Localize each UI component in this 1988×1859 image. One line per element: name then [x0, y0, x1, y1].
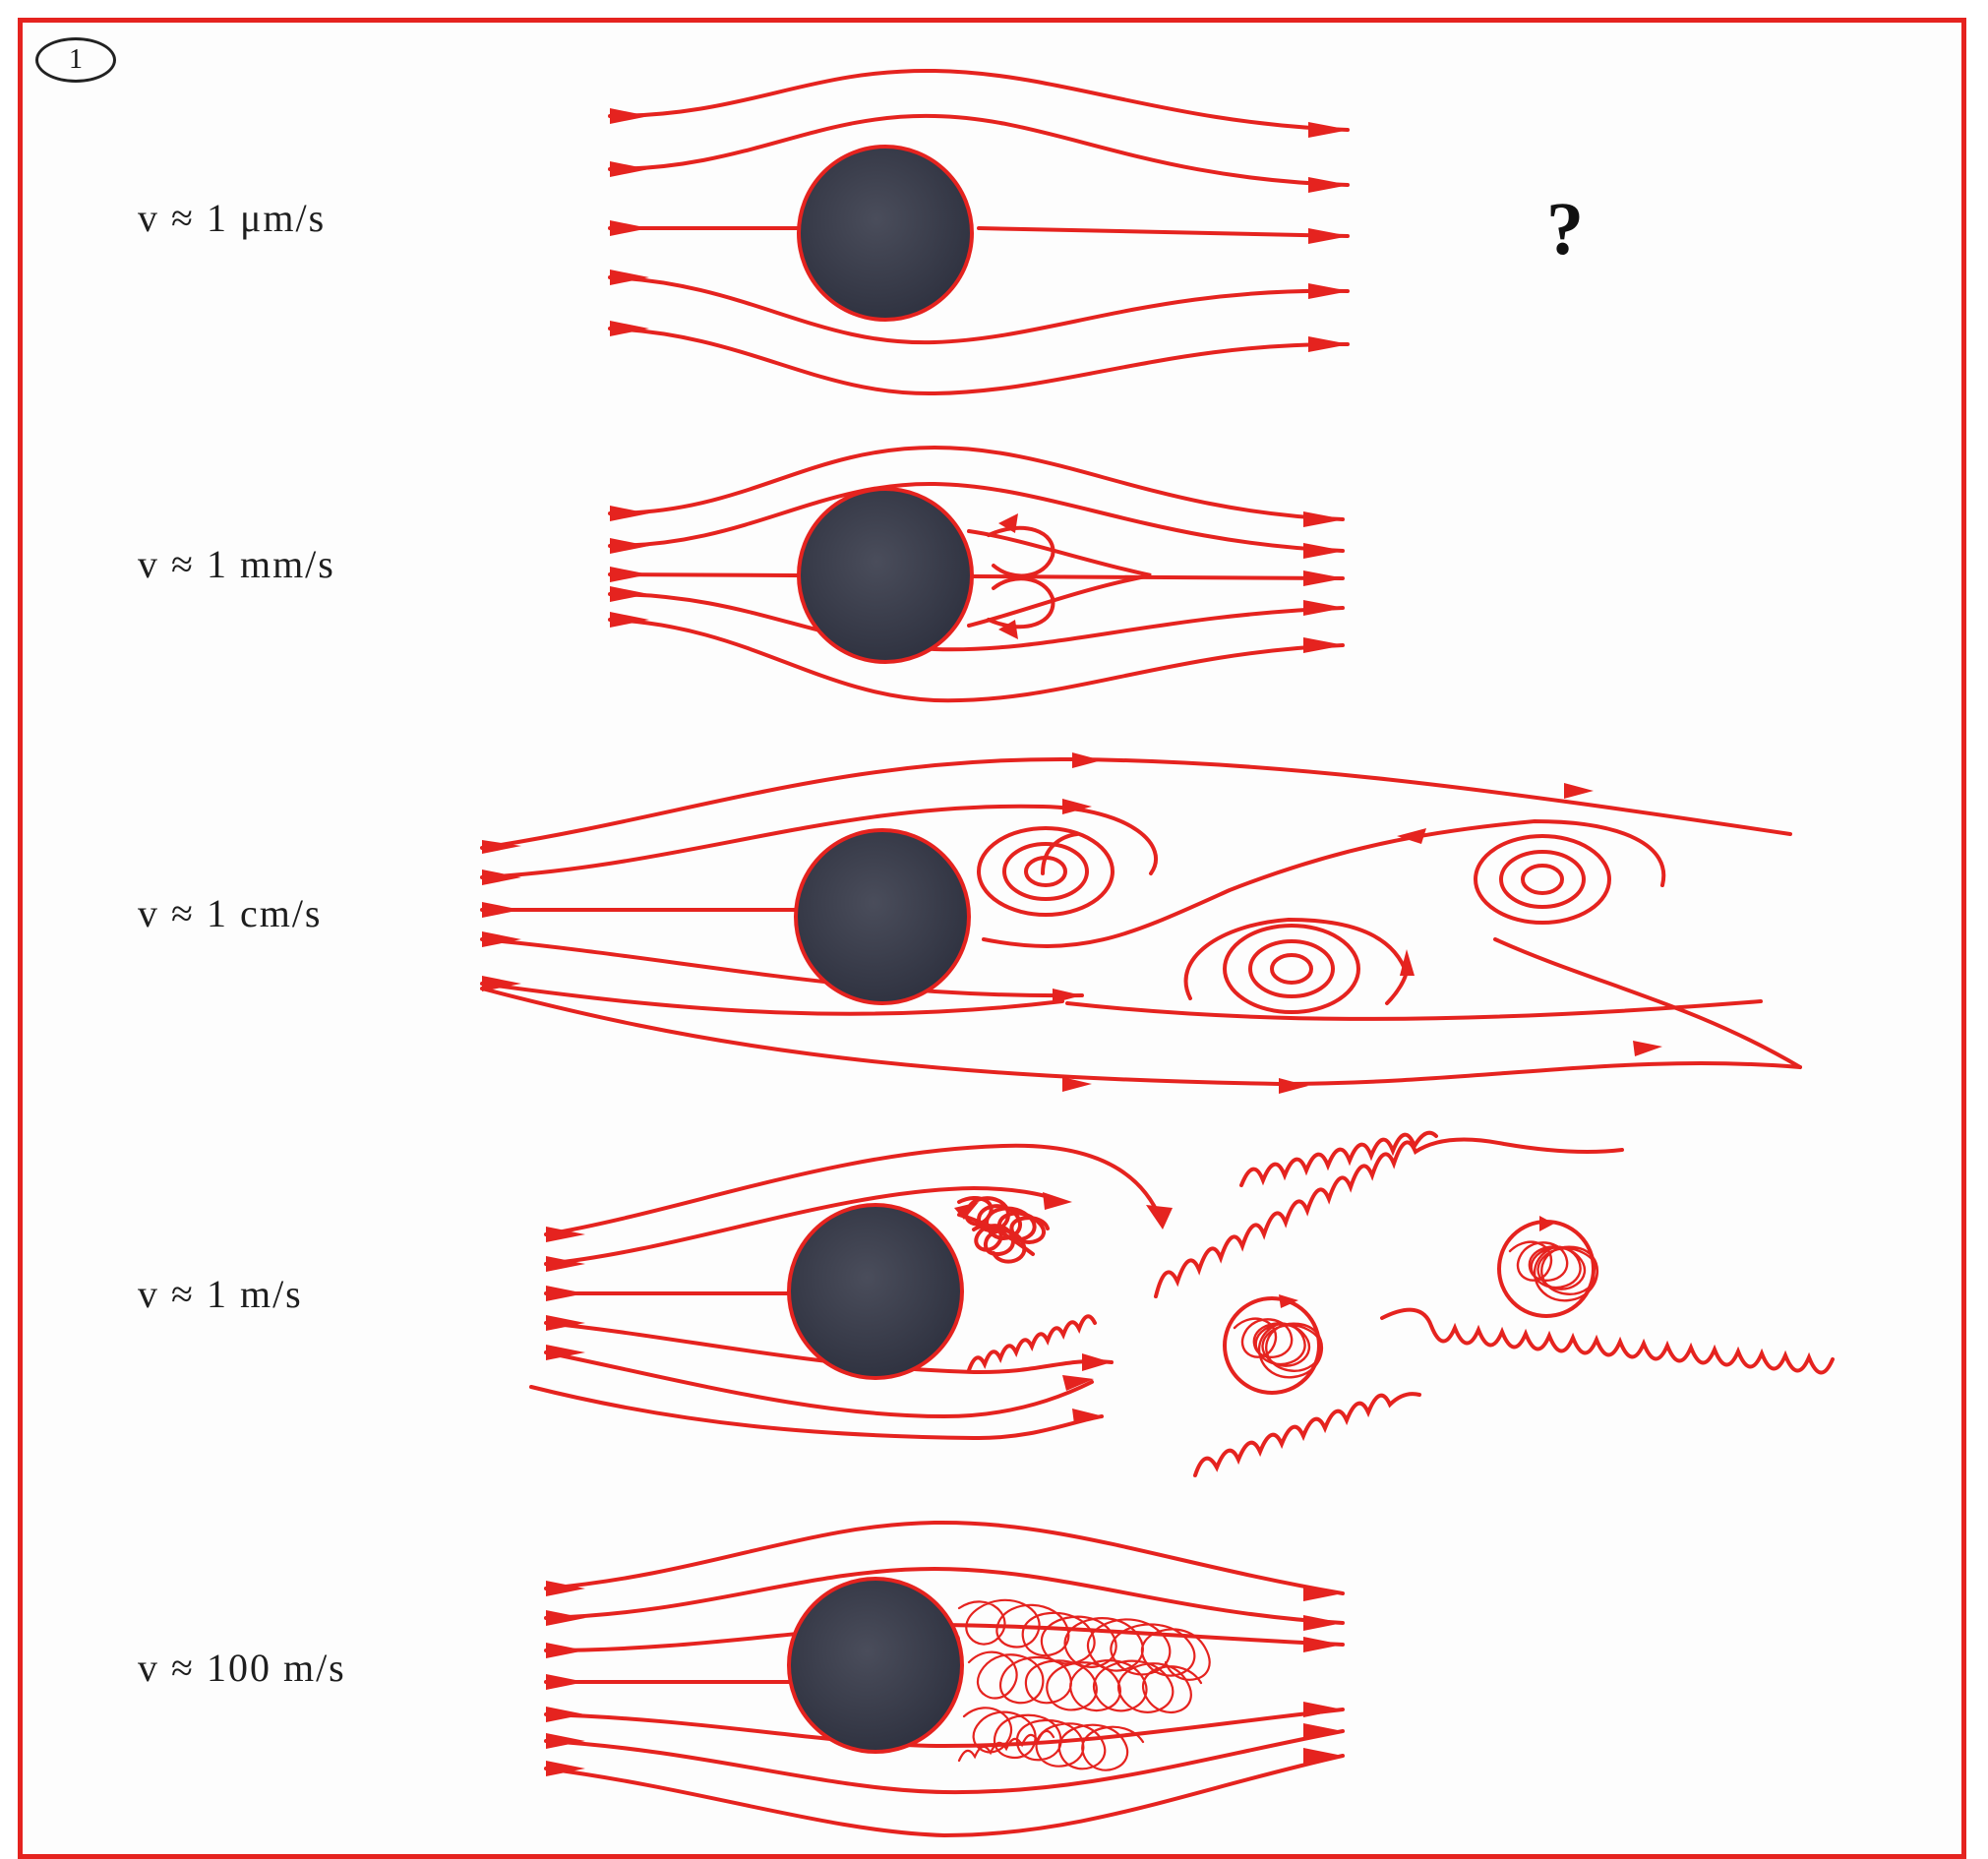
row2-streamlines: [610, 448, 1343, 700]
row1-streamlines: [610, 71, 1348, 393]
spheres: [789, 147, 972, 1752]
row3-streamlines: [482, 759, 1800, 1084]
row4-arrows: [546, 1192, 1554, 1424]
sphere-row5: [789, 1579, 962, 1752]
row3-arrows: [482, 752, 1662, 1094]
sphere-row3: [796, 830, 969, 1003]
sphere-row1: [799, 147, 972, 320]
sphere-row2: [799, 489, 972, 662]
sphere-row4: [789, 1205, 962, 1378]
row4-streamlines: [531, 1133, 1833, 1475]
